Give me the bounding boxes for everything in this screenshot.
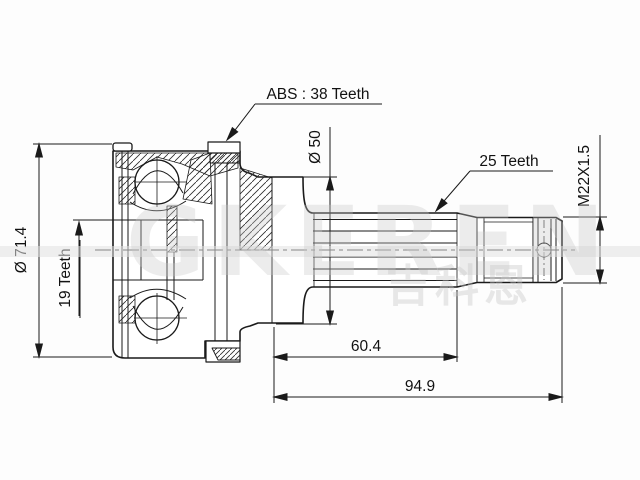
spline-length-label: 60.4 xyxy=(351,338,382,355)
abs-ring-bottom-hatch xyxy=(211,347,241,361)
abs-tone-rings xyxy=(205,141,241,363)
shaft-spline-label: 25 Teeth xyxy=(479,153,538,170)
spline-shaft-lines xyxy=(313,213,458,287)
bearing-balls xyxy=(134,156,187,344)
abs-ring-label: ABS : 38 Teeth xyxy=(266,86,369,103)
dimension-layer: Ø 71.4 19 Teeth ABS : 38 Teeth Ø 50 xyxy=(13,86,607,403)
thread-label: M22X1.5 xyxy=(576,145,593,207)
dim-thread: M22X1.5 xyxy=(563,135,607,284)
dim-overall-length: 94.9 xyxy=(273,287,563,403)
cage-and-race-arcs xyxy=(129,170,187,330)
overall-length-label: 94.9 xyxy=(405,378,435,395)
callout-shaft-spline: 25 Teeth xyxy=(432,153,553,214)
watermark-brand-text: GKEREN xyxy=(126,186,613,298)
inner-spline-label: 19 Teeth xyxy=(57,248,74,307)
dim-spline-length: 60.4 xyxy=(273,290,458,403)
abs-ring-top xyxy=(207,141,241,154)
watermark-band xyxy=(0,246,640,257)
callout-abs-ring: ABS : 38 Teeth xyxy=(223,86,382,143)
shoulder-diameter-label: Ø 50 xyxy=(307,130,324,164)
inner-race-hatch-bottom xyxy=(118,295,136,324)
dim-shoulder-diameter: Ø 50 xyxy=(276,127,337,325)
abs-ring-top-hatch xyxy=(209,152,241,164)
boot-band-ridge-top xyxy=(112,142,133,152)
watermark-cjk-text: 吉科恩 xyxy=(386,261,533,312)
